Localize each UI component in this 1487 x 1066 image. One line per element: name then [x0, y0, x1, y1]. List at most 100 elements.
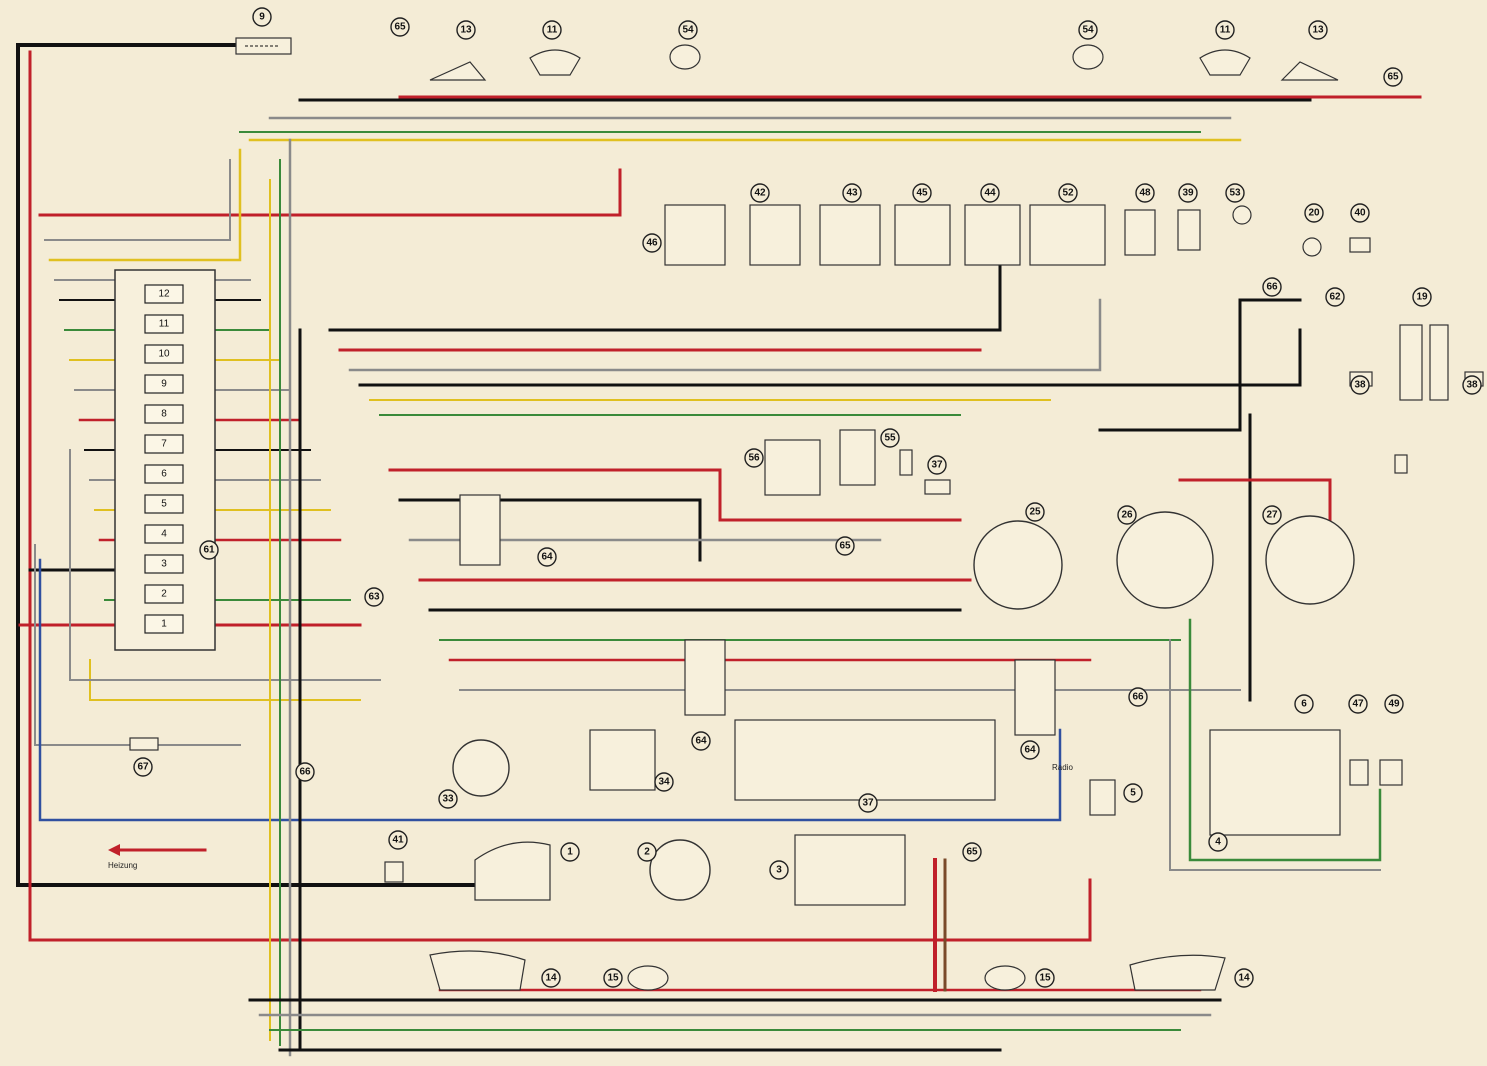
bottom-harness — [248, 858, 1222, 1052]
callout-marker — [1058, 183, 1078, 203]
fuse-number: 12 — [158, 289, 170, 300]
fuse-number: 10 — [158, 349, 170, 360]
callout-number: 62 — [1329, 292, 1341, 303]
callout-marker — [1117, 505, 1137, 525]
callout-number: 42 — [754, 188, 766, 199]
callout-marker — [1294, 694, 1314, 714]
callout-marker — [456, 20, 476, 40]
callout-number: 64 — [695, 736, 707, 747]
callout-marker — [1025, 502, 1045, 522]
callout-number: 38 — [1354, 380, 1366, 391]
main-ground-wire — [16, 43, 482, 887]
horn-left — [429, 61, 487, 81]
callout-marker — [1208, 832, 1228, 852]
fuse — [144, 494, 184, 514]
radio-label: Radio — [1052, 763, 1073, 772]
callout-marker — [1178, 183, 1198, 203]
callout-number: 15 — [607, 973, 619, 984]
callout-marker — [637, 842, 657, 862]
callout-marker — [603, 968, 623, 988]
fuse — [144, 434, 184, 454]
fuse — [144, 614, 184, 634]
callout-number: 4 — [1215, 837, 1221, 848]
callout-number: 20 — [1308, 208, 1320, 219]
center-components — [459, 429, 1056, 801]
horn-right — [1280, 61, 1339, 81]
callout-number: 66 — [299, 767, 311, 778]
fuse-number: 3 — [161, 559, 167, 570]
callout-number: 13 — [1312, 25, 1324, 36]
gauge-cluster — [452, 511, 1355, 797]
callout-marker — [560, 842, 580, 862]
callout-number: 56 — [748, 453, 760, 464]
callout-marker — [1383, 67, 1403, 87]
relay-bank — [664, 204, 1201, 266]
callout-number: 1 — [567, 847, 573, 858]
callout-number: 64 — [1024, 745, 1036, 756]
heater-label: Heizung — [108, 861, 137, 870]
callout-number: 9 — [259, 12, 265, 23]
callout-marker — [1462, 375, 1482, 395]
fuse-number: 9 — [161, 379, 167, 390]
callout-marker — [364, 587, 384, 607]
callout-marker — [750, 183, 770, 203]
callout-number: 40 — [1354, 208, 1366, 219]
bottom-components — [129, 729, 1403, 991]
callout-number: 54 — [1082, 25, 1094, 36]
callout-number: 13 — [460, 25, 472, 36]
callout-number: 65 — [966, 847, 978, 858]
callout-marker — [1215, 20, 1235, 40]
callout-marker — [1350, 375, 1370, 395]
fuse-number: 7 — [161, 439, 167, 450]
callout-number: 65 — [839, 541, 851, 552]
fuse-number: 4 — [161, 529, 167, 540]
callout-number: 38 — [1466, 380, 1478, 391]
callout-marker — [1123, 783, 1143, 803]
callout-marker — [199, 540, 219, 560]
callout-marker — [912, 183, 932, 203]
callout-number: 46 — [646, 238, 658, 249]
callout-marker — [1020, 740, 1040, 760]
fog-lamp-left — [669, 44, 701, 70]
callout-marker — [438, 789, 458, 809]
callout-number: 45 — [916, 188, 928, 199]
callout-number: 47 — [1352, 699, 1364, 710]
callout-marker — [654, 772, 674, 792]
callout-marker — [678, 20, 698, 40]
callout-marker — [1128, 687, 1148, 707]
callout-number: 66 — [1132, 692, 1144, 703]
callout-marker — [880, 428, 900, 448]
callout-marker — [1350, 203, 1370, 223]
callout-marker — [1304, 203, 1324, 223]
callout-number: 41 — [392, 835, 404, 846]
callout-number: 52 — [1062, 188, 1074, 199]
callout-marker — [1325, 287, 1345, 307]
fuse — [144, 584, 184, 604]
callout-number: 55 — [884, 433, 896, 444]
callout-marker — [835, 536, 855, 556]
callout-number: 44 — [984, 188, 996, 199]
fuse — [144, 554, 184, 574]
fuse-number: 11 — [159, 319, 170, 330]
callout-number: 49 — [1388, 699, 1400, 710]
callout-number: 15 — [1039, 973, 1051, 984]
callout-marker — [1135, 183, 1155, 203]
callout-marker — [295, 762, 315, 782]
fuse — [144, 464, 184, 484]
fuse-number: 1 — [161, 619, 167, 630]
callout-marker — [537, 547, 557, 567]
fuse — [144, 524, 184, 544]
callout-number: 53 — [1229, 188, 1241, 199]
callout-marker — [1348, 694, 1368, 714]
callout-marker — [769, 860, 789, 880]
callout-number: 33 — [442, 794, 454, 805]
callout-number: 3 — [776, 865, 782, 876]
fuse — [144, 404, 184, 424]
callout-marker — [642, 233, 662, 253]
callout-number: 67 — [137, 762, 149, 773]
headlight-left — [529, 49, 581, 76]
headlight-right — [1199, 49, 1251, 76]
callout-number: 5 — [1130, 788, 1136, 799]
callout-number: 66 — [1266, 282, 1278, 293]
